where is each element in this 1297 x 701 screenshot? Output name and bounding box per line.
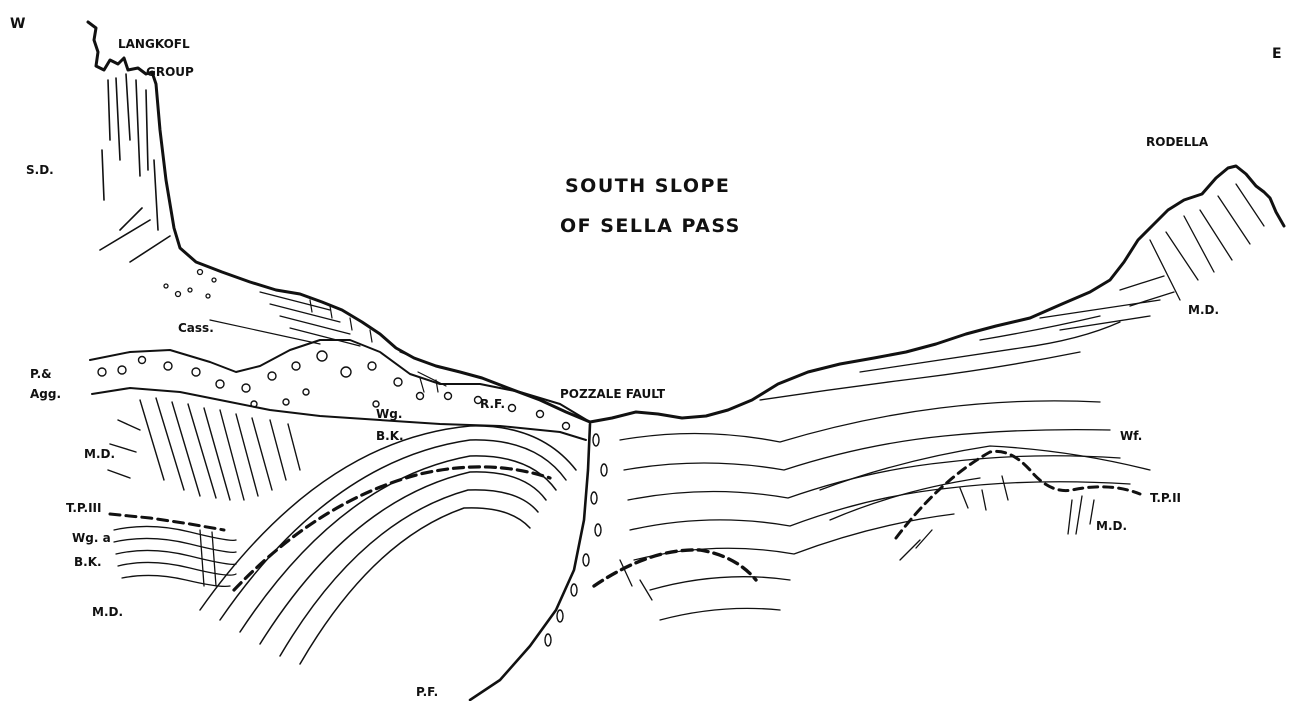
- langkofl-cliff-strata: [100, 74, 170, 262]
- anticline-arcs: [200, 426, 576, 664]
- syncline-dashed-horizon: [594, 550, 756, 586]
- label-rf: R.F.: [480, 397, 505, 411]
- label-sd: S.D.: [26, 163, 54, 177]
- cassian-bedding: [210, 292, 446, 392]
- compass-west-label: W: [10, 16, 25, 32]
- label-cass: Cass.: [178, 321, 214, 335]
- diagram-title-line1: SOUTH SLOPE: [565, 175, 730, 197]
- langkofl-label: LANGKOFL: [118, 37, 190, 51]
- label-md-left-lower: M.D.: [92, 605, 123, 619]
- label-p-agg-1: P.&: [30, 367, 52, 381]
- label-tp3: T.P.III: [66, 501, 101, 515]
- label-md-right-lower: M.D.: [1096, 519, 1127, 533]
- label-bk: B.K.: [376, 429, 404, 443]
- label-p-agg-2: Agg.: [30, 387, 61, 401]
- label-tp2: T.P.II: [1150, 491, 1181, 505]
- wengen-buchenstein-beds: [114, 526, 236, 586]
- diagram-title-line2: OF SELLA PASS: [560, 215, 741, 237]
- left-mendola-dolomite-strata: [108, 398, 300, 500]
- label-bk-lower: B.K.: [74, 555, 102, 569]
- label-md-right-upper: M.D.: [1188, 303, 1219, 317]
- werfen-strata: [620, 316, 1150, 620]
- label-wg-a: Wg. a: [72, 531, 111, 545]
- label-md-left-upper: M.D.: [84, 447, 115, 461]
- label-pf: P.F.: [416, 685, 438, 699]
- langkofl-group-label: GROUP: [146, 65, 194, 79]
- compass-east-label: E: [1272, 46, 1282, 62]
- rodella-label: RODELLA: [1146, 135, 1209, 149]
- anticline-dashed-horizon: [234, 467, 550, 590]
- rodella-strata: [1040, 184, 1264, 330]
- label-wf: Wf.: [1120, 429, 1142, 443]
- scree-pebbles: [164, 270, 216, 299]
- pozzale-fault-label: POZZALE FAULT: [560, 387, 666, 401]
- label-wg: Wg.: [376, 407, 402, 421]
